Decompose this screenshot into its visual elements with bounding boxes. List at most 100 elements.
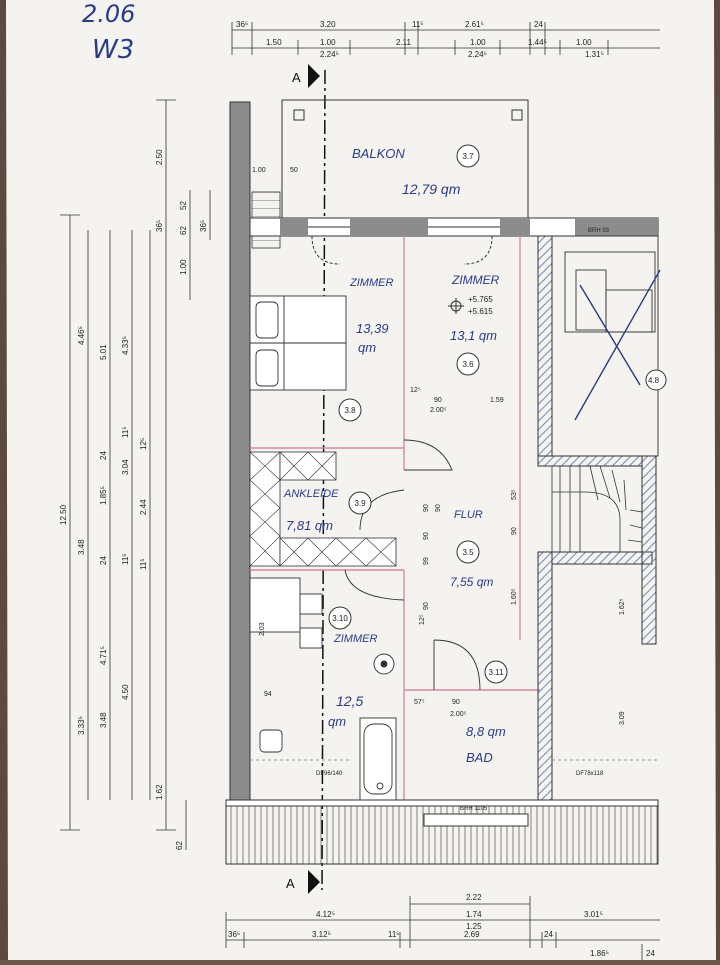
handwritten-number: 2.06: [82, 0, 135, 28]
dim-left-c4: 11⁵: [121, 426, 130, 438]
section-marker-top: A: [292, 64, 320, 88]
room-area-3-10-b: qm: [328, 714, 346, 729]
dim-left-b4: 3.48: [99, 712, 108, 728]
dim-bath-90: 90: [452, 699, 460, 706]
dim-left-top5: 36⁵: [199, 220, 208, 232]
room-id-3-10: 3.10: [332, 614, 348, 623]
dim-top-1: 36⁵: [236, 20, 248, 29]
dim-door-90-a: 90: [434, 397, 442, 404]
room-area-3-5: 7,55 qm: [450, 575, 493, 589]
dim-bath-203: 2.03: [259, 622, 266, 636]
dim-left-b3: 4.71⁵: [99, 646, 108, 665]
room-name-balkon: BALKON: [352, 146, 405, 161]
room-name-3-11: BAD: [466, 750, 493, 765]
dim-left-c2: 12⁵: [139, 438, 148, 450]
dim-left-top4: 62: [179, 226, 188, 235]
dim-left-b2: 1.85⁵: [99, 486, 108, 505]
dim-right-162: 1.62⁵: [619, 598, 626, 615]
dim-bottom-301: 3.01⁵: [584, 910, 603, 919]
dim-balkon-left: 1.00: [252, 167, 266, 174]
svg-text:A: A: [292, 70, 301, 85]
dim-left-top3: 36⁵: [155, 220, 164, 232]
top-dimension-lines: [231, 22, 660, 55]
dim-bottom-269: 2.69: [464, 930, 480, 939]
dim-top-r2-7: 1.44⁵: [528, 38, 547, 47]
partition-walls: [250, 236, 540, 800]
room-4-8-void: [551, 235, 659, 457]
dim-flur-5: 90: [435, 504, 442, 512]
dim-bottom-24a: 24: [544, 930, 553, 939]
dim-span-159: 1.59: [490, 397, 504, 404]
dim-left-top6: 1.00: [179, 259, 188, 275]
dim-bath-200: 2.00⁵: [450, 711, 467, 718]
level-1: +5.765: [468, 295, 493, 304]
dim-bottom-412: 4.12⁵: [316, 910, 335, 919]
dim-bottom-125: 1.25: [466, 922, 482, 931]
dim-wall-12: 12⁵: [410, 387, 421, 394]
room-id-3-11: 3.11: [489, 668, 505, 677]
dim-balkon-offset: 50: [290, 167, 298, 174]
room-id-3-9: 3.9: [354, 499, 366, 508]
dim-bottom-174: 1.74: [466, 910, 482, 919]
dim-left-c8: 4.50: [121, 684, 130, 700]
window-left-label: DF96/140: [316, 771, 343, 777]
room-name-3-8: ZIMMER: [349, 277, 393, 289]
top-wall: [249, 217, 659, 237]
dim-left-c6: 11⁵: [121, 553, 130, 565]
room-area-3-11: 8,8 qm: [466, 724, 506, 739]
double-bed: [249, 295, 347, 391]
dim-top-r2-6: 2.24⁵: [468, 50, 487, 59]
room-name-3-5: FLUR: [454, 509, 483, 521]
dim-top-r2-8: 1.00: [576, 38, 592, 47]
dim-bath-94: 94: [264, 691, 272, 698]
handwritten-cross: [574, 269, 661, 421]
room-name-3-6: ZIMMER: [451, 273, 500, 287]
bottom-dimension-lines: [225, 896, 660, 960]
dim-flur-r2: 90: [511, 527, 518, 535]
room-area-3-9: 7,81 qm: [286, 518, 333, 533]
room-id-3-5: 3.5: [462, 548, 474, 557]
door-swings: [344, 439, 481, 691]
room-id-3-6: 3.6: [462, 360, 474, 369]
dim-left-a1: 4.46⁵: [77, 326, 86, 345]
left-dimension-lines: [60, 99, 211, 850]
dim-left-b1: 5.01: [99, 344, 108, 360]
dim-top-r2-2: 1.00: [320, 38, 336, 47]
dim-bottom-222: 2.22: [466, 893, 482, 902]
dim-top-5: 24: [534, 20, 543, 29]
dim-top-2: 3.20: [320, 20, 336, 29]
room-area-3-6: 13,1 qm: [450, 328, 497, 343]
dim-flur-1: 90: [423, 504, 430, 512]
dim-left-d2: 11⁵: [139, 558, 148, 570]
dim-left-c5: 3.04: [121, 459, 130, 475]
dim-door-200-a: 2.00⁵: [430, 407, 447, 414]
dim-left-c9: 1.62: [155, 784, 164, 800]
dim-left-overall: 12.50: [59, 504, 68, 525]
level-2: +5.615: [468, 307, 493, 316]
dim-flur-4: 90: [423, 602, 430, 610]
dim-top-r2-4: 2.11: [396, 38, 412, 47]
dim-bottom-24b: 24: [646, 949, 655, 958]
room-area-3-8-a: 13,39: [356, 321, 389, 336]
wardrobes: [249, 451, 397, 567]
dim-top-r2-3: 2.24⁵: [320, 50, 339, 59]
dim-left-c10: 62: [175, 841, 184, 850]
room-name-3-10: ZIMMER: [333, 633, 377, 645]
dim-flur-3: 99: [423, 557, 430, 565]
dim-top-4: 2.61⁵: [465, 20, 484, 29]
dim-left-a3: 3.33⁵: [77, 716, 86, 735]
dim-bath-57: 57⁵: [414, 699, 425, 706]
dim-left-top1: 2.50: [155, 149, 164, 165]
dim-bottom-186: 1.86⁵: [590, 949, 609, 958]
dim-left-c7: 24: [99, 556, 108, 565]
room-area-3-8-b: qm: [358, 340, 376, 355]
dim-left-c1: 4.33⁵: [121, 336, 130, 355]
dim-top-r2-1: 1.50: [266, 38, 282, 47]
staircase: [551, 465, 643, 553]
room-name-3-9: ANKLEIDE: [283, 488, 339, 500]
section-marker-bottom: A: [286, 870, 320, 894]
room-id-3-7: 3.7: [462, 152, 474, 161]
dim-left-d1: 2.44: [139, 499, 148, 515]
